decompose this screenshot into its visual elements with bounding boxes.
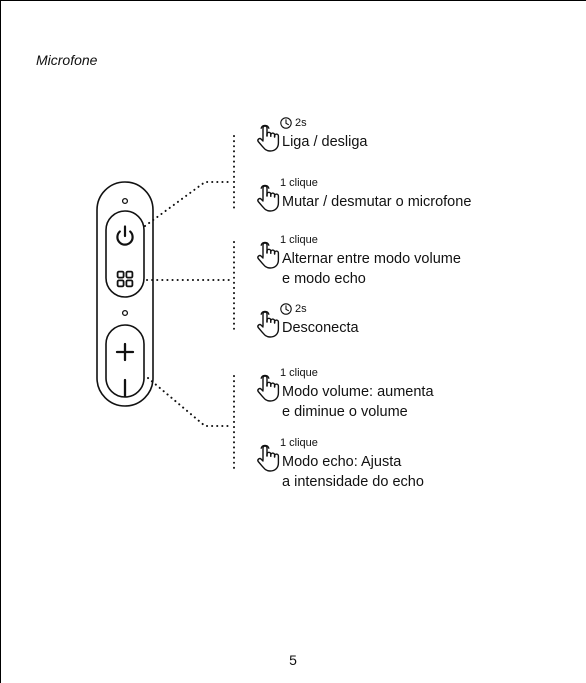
power-leader	[144, 181, 233, 227]
action-label: 1 clique	[280, 437, 318, 449]
indicator-light-top	[121, 197, 129, 205]
description-line: Alternar entre modo volume	[282, 251, 461, 267]
instruction-description: Modo volume: aumenta e diminue o volume	[282, 382, 434, 422]
clock-icon	[280, 303, 292, 315]
action-label: 1 clique	[280, 367, 318, 379]
instruction-description: Modo echo: Ajusta a intensidade do echo	[282, 452, 424, 492]
power-icon	[116, 225, 134, 246]
instruction-meta: 2s	[280, 116, 307, 130]
action-label: 2s	[295, 303, 307, 315]
instruction-description: Desconecta	[282, 318, 359, 338]
instruction-description: Liga / desliga	[282, 132, 367, 152]
instruction-description: Mutar / desmutar o microfone	[282, 192, 471, 212]
description-line: a intensidade do echo	[282, 474, 424, 490]
action-label: 1 clique	[280, 177, 318, 189]
description-line: Mutar / desmutar o microfone	[282, 194, 472, 210]
leader-lines	[144, 135, 235, 469]
action-label: 1 clique	[280, 234, 318, 246]
instruction-meta: 1 clique	[280, 366, 318, 380]
plus-icon	[115, 342, 135, 362]
description-line: Modo echo: Ajusta	[282, 454, 402, 470]
section-title: Microfone	[36, 52, 98, 68]
description-line: Liga / desliga	[282, 134, 368, 150]
upper-button-panel	[105, 210, 145, 298]
instruction-meta: 2s	[280, 302, 307, 316]
instruction-description: Alternar entre modo volume e modo echo	[282, 249, 461, 289]
instruction-meta: 1 clique	[280, 176, 318, 190]
volume-leader	[147, 377, 233, 427]
instruction-meta: 1 clique	[280, 233, 318, 247]
clock-icon	[280, 117, 292, 129]
instruction-meta: 1 clique	[280, 436, 318, 450]
description-line: e diminue o volume	[282, 404, 408, 420]
grid-icon	[116, 270, 134, 288]
description-line: e modo echo	[282, 271, 366, 287]
action-label: 2s	[295, 117, 307, 129]
description-line: Desconecta	[282, 320, 359, 336]
description-line: Modo volume: aumenta	[282, 384, 434, 400]
page-number: 5	[289, 652, 297, 668]
indicator-light-middle	[121, 309, 129, 317]
